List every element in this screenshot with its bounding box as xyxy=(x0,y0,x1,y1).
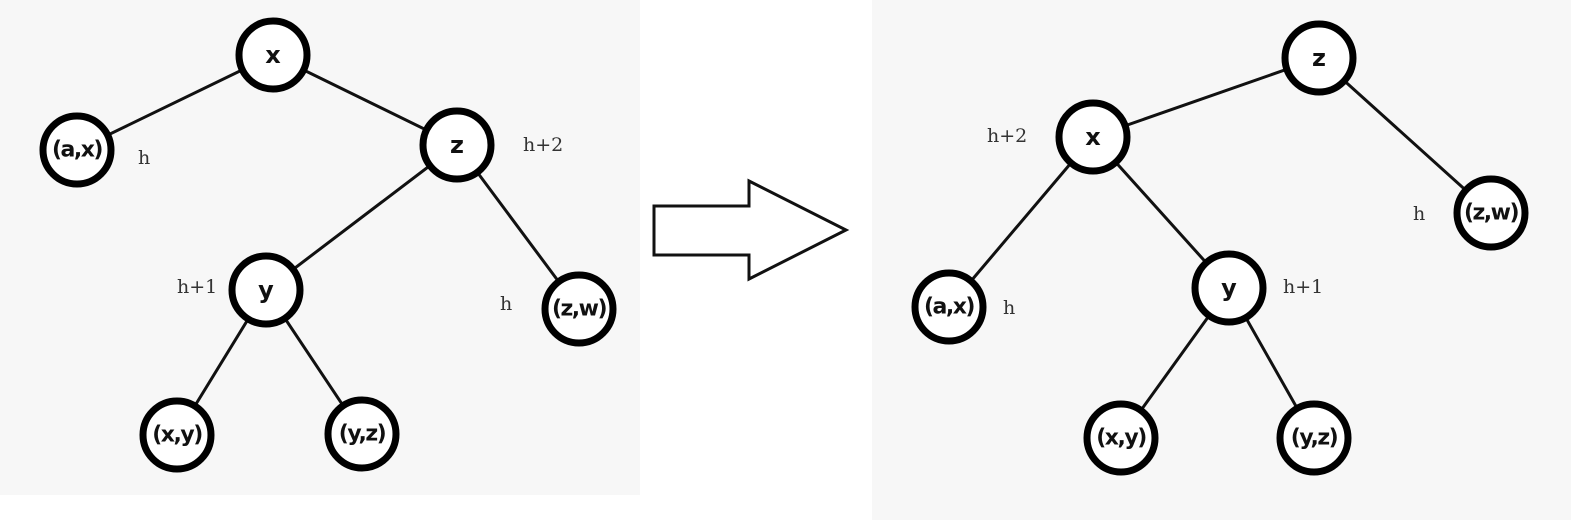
right-height-z-w: h xyxy=(1413,203,1425,225)
right-height-labels: h+2 h h h+1 xyxy=(987,125,1425,319)
right-node-x-label: x xyxy=(1085,123,1101,151)
left-node-z: z xyxy=(419,107,495,183)
right-node-a-x-label: (a,x) xyxy=(924,295,974,320)
right-node-x-y-label: (x,y) xyxy=(1096,426,1146,451)
right-edge-z-x xyxy=(1091,56,1321,139)
left-node-z-w-label: (z,w) xyxy=(552,297,607,322)
right-node-a-x: (a,x) xyxy=(911,269,987,345)
left-node-y-z: (y,z) xyxy=(324,396,400,472)
left-node-x-y: (x,y) xyxy=(139,397,215,473)
left-height-y: h+1 xyxy=(177,276,217,298)
right-height-x: h+2 xyxy=(987,125,1027,147)
left-height-labels: h h+2 h+1 h xyxy=(138,134,563,315)
left-node-x: x xyxy=(235,17,311,93)
left-node-a-x: (a,x) xyxy=(39,112,115,188)
right-node-z-w: (z,w) xyxy=(1453,175,1529,251)
right-node-y-z-label: (y,z) xyxy=(1291,426,1338,451)
right-node-x-y: (x,y) xyxy=(1083,400,1159,476)
left-node-x-y-label: (x,y) xyxy=(152,423,202,448)
right-tree-nodes: z x (z,w) (a,x) y (x,y) (y,z) xyxy=(911,20,1529,476)
left-node-z-w: (z,w) xyxy=(541,271,617,347)
left-node-z-label: z xyxy=(450,131,464,159)
right-height-y: h+1 xyxy=(1283,276,1323,298)
right-height-a-x: h xyxy=(1003,297,1015,319)
right-node-y-z: (y,z) xyxy=(1276,400,1352,476)
right-node-y: y xyxy=(1191,250,1267,326)
left-node-x-label: x xyxy=(265,41,281,69)
right-node-z: z xyxy=(1281,20,1357,96)
right-edge-z-zw xyxy=(1317,56,1493,215)
left-node-y-label: y xyxy=(258,276,274,304)
left-tree-nodes: x (a,x) z y (z,w) (x,y) (y,z) xyxy=(39,17,617,473)
left-node-a-x-label: (a,x) xyxy=(52,138,102,163)
right-node-x: x xyxy=(1055,99,1131,175)
right-node-z-label: z xyxy=(1312,44,1326,72)
transform-arrow xyxy=(652,178,850,282)
left-edge-z-y xyxy=(264,143,459,292)
left-height-z-w: h xyxy=(500,293,512,315)
left-node-y: y xyxy=(228,252,304,328)
right-node-y-label: y xyxy=(1221,274,1237,302)
right-node-z-w-label: (z,w) xyxy=(1464,201,1519,226)
left-node-y-z-label: (y,z) xyxy=(339,422,386,447)
left-height-z: h+2 xyxy=(523,134,563,156)
left-height-a-x: h xyxy=(138,147,150,169)
